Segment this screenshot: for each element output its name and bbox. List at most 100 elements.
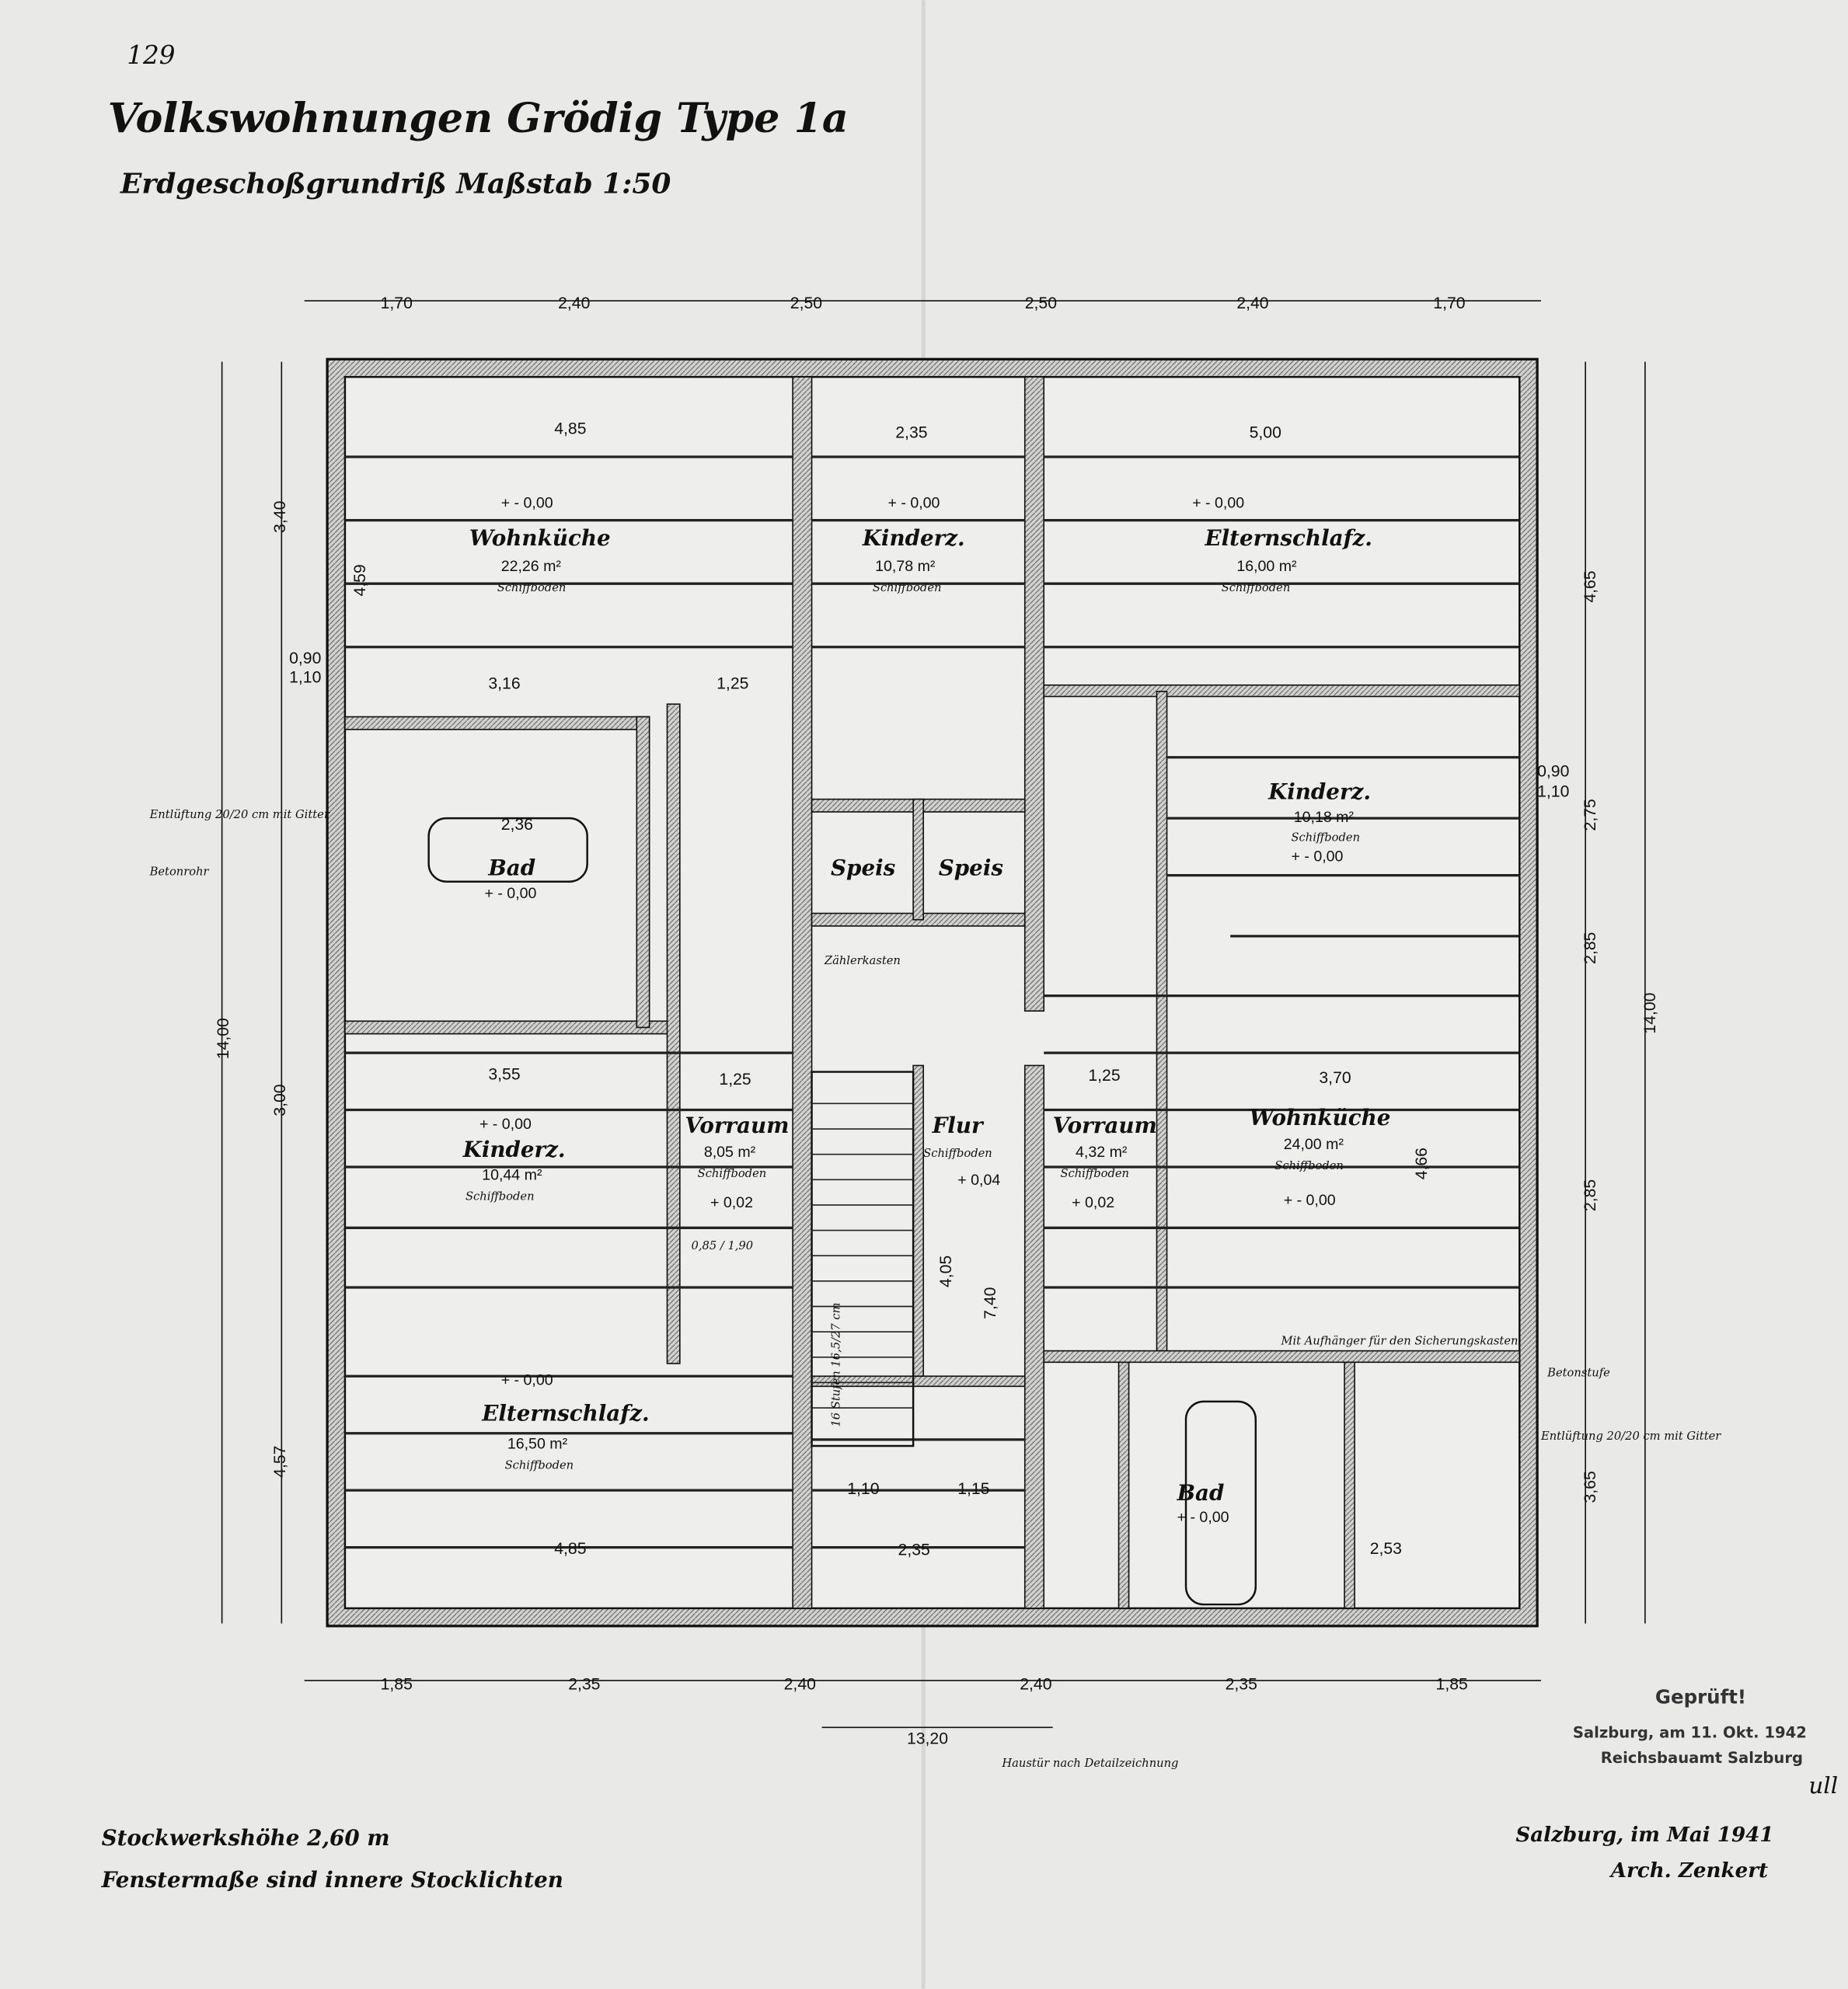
room-floor: Schiffboden <box>1060 1167 1129 1180</box>
room-area: 16,50 m² <box>507 1435 568 1452</box>
concrete-step-note: Betonstufe <box>1546 1366 1610 1379</box>
room-level: + - 0,00 <box>501 1372 553 1389</box>
dimension-total: 13,20 <box>907 1730 948 1748</box>
dimension-label: 2,53 <box>1370 1540 1402 1558</box>
room-area: 8,05 m² <box>704 1144 756 1161</box>
dimension-label: 3,16 <box>488 675 520 693</box>
dimension-total: 14,00 <box>214 1018 232 1059</box>
drawing-title: Volkswohnungen Grödig Type 1a <box>108 95 849 142</box>
room-level: + 0,02 <box>710 1194 753 1211</box>
room-area: 10,78 m² <box>875 558 936 575</box>
room-name: Flur <box>932 1113 985 1138</box>
room-floor: Schiffboden <box>873 581 942 594</box>
dimension-label: 2,85 <box>1581 1179 1599 1211</box>
front-door-note: Haustür nach Detailzeichnung <box>1001 1757 1178 1770</box>
room-area: 24,00 m² <box>1284 1136 1344 1153</box>
dimension-label: 2,36 <box>501 816 533 834</box>
dimension-label: 5,00 <box>1250 423 1281 441</box>
room-area: 10,18 m² <box>1294 809 1355 826</box>
room-level: + 0,02 <box>1072 1194 1114 1211</box>
page-number: 129 <box>127 40 175 70</box>
room-name: Kinderz. <box>862 525 965 551</box>
dimension-label: 2,85 <box>1581 932 1599 964</box>
room-floor: Schiffboden <box>505 1458 574 1472</box>
bathtub <box>1184 1400 1257 1606</box>
room-area: 10,44 m² <box>482 1166 542 1183</box>
window-dimension: 1,10 <box>289 668 321 686</box>
window-dimension: 0,90 <box>289 650 321 667</box>
dimension-label: 3,70 <box>1319 1069 1351 1087</box>
room-name: Speis <box>939 855 1004 881</box>
room-name: Speis <box>831 855 896 881</box>
room-floor: Schiffboden <box>497 581 567 594</box>
room-bad-2: Bad + - 0,00 <box>1177 1400 1257 1606</box>
dimension-label: 4,57 <box>271 1446 289 1478</box>
dimension-label: 1,15 <box>957 1480 989 1498</box>
room-kinderzimmer-3: Kinderz. 10,44 m² Schiffboden + - 0,00 <box>462 1116 566 1203</box>
dimension-label: 1,70 <box>381 294 413 312</box>
room-name: Vorraum <box>685 1113 789 1138</box>
floor-joists <box>344 455 1520 1549</box>
stamp-line: Reichsbauamt Salzburg <box>1601 1749 1803 1767</box>
room-name: Bad <box>1177 1480 1225 1506</box>
room-floor: Schiffboden <box>1222 581 1291 594</box>
bathtub <box>427 817 588 883</box>
room-name: Kinderz. <box>462 1137 566 1162</box>
bottom-dimension-chain: 1,85 2,35 2,40 2,40 2,35 1,85 13,20 <box>304 1675 1542 1748</box>
dimension-total: 14,00 <box>1641 993 1659 1034</box>
interior-dimensions: 4,85 2,35 5,00 3,16 1,25 3,55 1,25 3,70 … <box>351 420 1431 1559</box>
room-name: Kinderz. <box>1267 779 1371 805</box>
room-area: 16,00 m² <box>1236 558 1297 575</box>
ventilation-note: Entlüftung 20/20 cm mit Gitter <box>149 808 330 821</box>
left-dimension-chain: 3,40 3,00 4,57 14,00 0,90 1,10 <box>214 361 321 1624</box>
window-dimension: 1,10 <box>1537 782 1569 800</box>
room-name: Vorraum <box>1053 1113 1157 1138</box>
room-speis-2: Speis <box>939 855 1004 881</box>
dimension-label: 2,40 <box>1020 1675 1051 1693</box>
stamp-initials: ull <box>1808 1772 1838 1799</box>
top-dimension-chain: 1,70 2,40 2,50 2,50 2,40 1,70 <box>304 294 1542 312</box>
dimension-label: 1,25 <box>719 1071 751 1089</box>
dimension-label: 1,85 <box>1436 1675 1468 1693</box>
room-vorraum-2: Vorraum 4,32 m² Schiffboden + 0,02 <box>1053 1113 1157 1211</box>
room-level: + - 0,00 <box>1177 1509 1229 1526</box>
ventilation-note: Betonrohr <box>149 866 210 879</box>
room-floor: Schiffboden <box>923 1147 992 1160</box>
room-wohnkueche-2: Wohnküche 24,00 m² Schiffboden + - 0,00 <box>1250 1105 1391 1209</box>
room-level: + - 0,00 <box>1192 494 1244 511</box>
room-level: + - 0,00 <box>1291 848 1343 866</box>
window-dimension: 0,90 <box>1537 762 1569 780</box>
dimension-label: 2,35 <box>1226 1675 1257 1693</box>
dimension-label: 3,55 <box>488 1065 520 1083</box>
dimension-label: 2,50 <box>790 294 822 312</box>
room-level: + - 0,00 <box>479 1116 532 1133</box>
window-dimensions-note: Fenstermaße sind innere Stocklichten <box>101 1867 563 1893</box>
stamp-line: Salzburg, am 11. Okt. 1942 <box>1573 1723 1807 1741</box>
room-elternschlafzimmer-1: Elternschlafz. 16,00 m² Schiffboden + - … <box>1192 494 1372 594</box>
dimension-label: 2,35 <box>895 423 927 441</box>
ventilation-note: Entlüftung 20/20 cm mit Gitter <box>1540 1430 1721 1443</box>
place-and-date: Salzburg, im Mai 1941 <box>1515 1823 1773 1847</box>
dimension-label: 1,70 <box>1433 294 1465 312</box>
room-level: + - 0,00 <box>887 494 940 511</box>
dimension-label: 4,59 <box>351 564 369 596</box>
dimension-label: 2,40 <box>1236 294 1268 312</box>
dimension-label: 2,75 <box>1581 799 1599 831</box>
dimension-label: 3,40 <box>271 501 289 533</box>
dimension-label: 2,50 <box>1025 294 1057 312</box>
door-size-note: 0,85 / 1,90 <box>692 1239 754 1252</box>
dimension-label: 4,85 <box>554 420 586 438</box>
dimension-label: 2,35 <box>898 1541 930 1559</box>
dimension-label: 4,85 <box>554 1540 586 1558</box>
room-name: Wohnküche <box>469 525 611 551</box>
room-bad-1: Bad + - 0,00 <box>427 817 588 902</box>
approval-stamp: Geprüft! Salzburg, am 11. Okt. 1942 Reic… <box>1573 1685 1838 1799</box>
dimension-label: 1,25 <box>1088 1067 1120 1085</box>
annotations: Entlüftung 20/20 cm mit Gitter Betonrohr… <box>149 808 1722 1770</box>
room-flur: Flur Schiffboden + 0,04 <box>923 1113 1000 1189</box>
dimension-label: 4,05 <box>937 1256 955 1287</box>
room-speis-1: Speis <box>831 855 896 881</box>
dimension-label: 1,85 <box>381 1675 413 1693</box>
dimension-label: 1,10 <box>847 1480 879 1498</box>
